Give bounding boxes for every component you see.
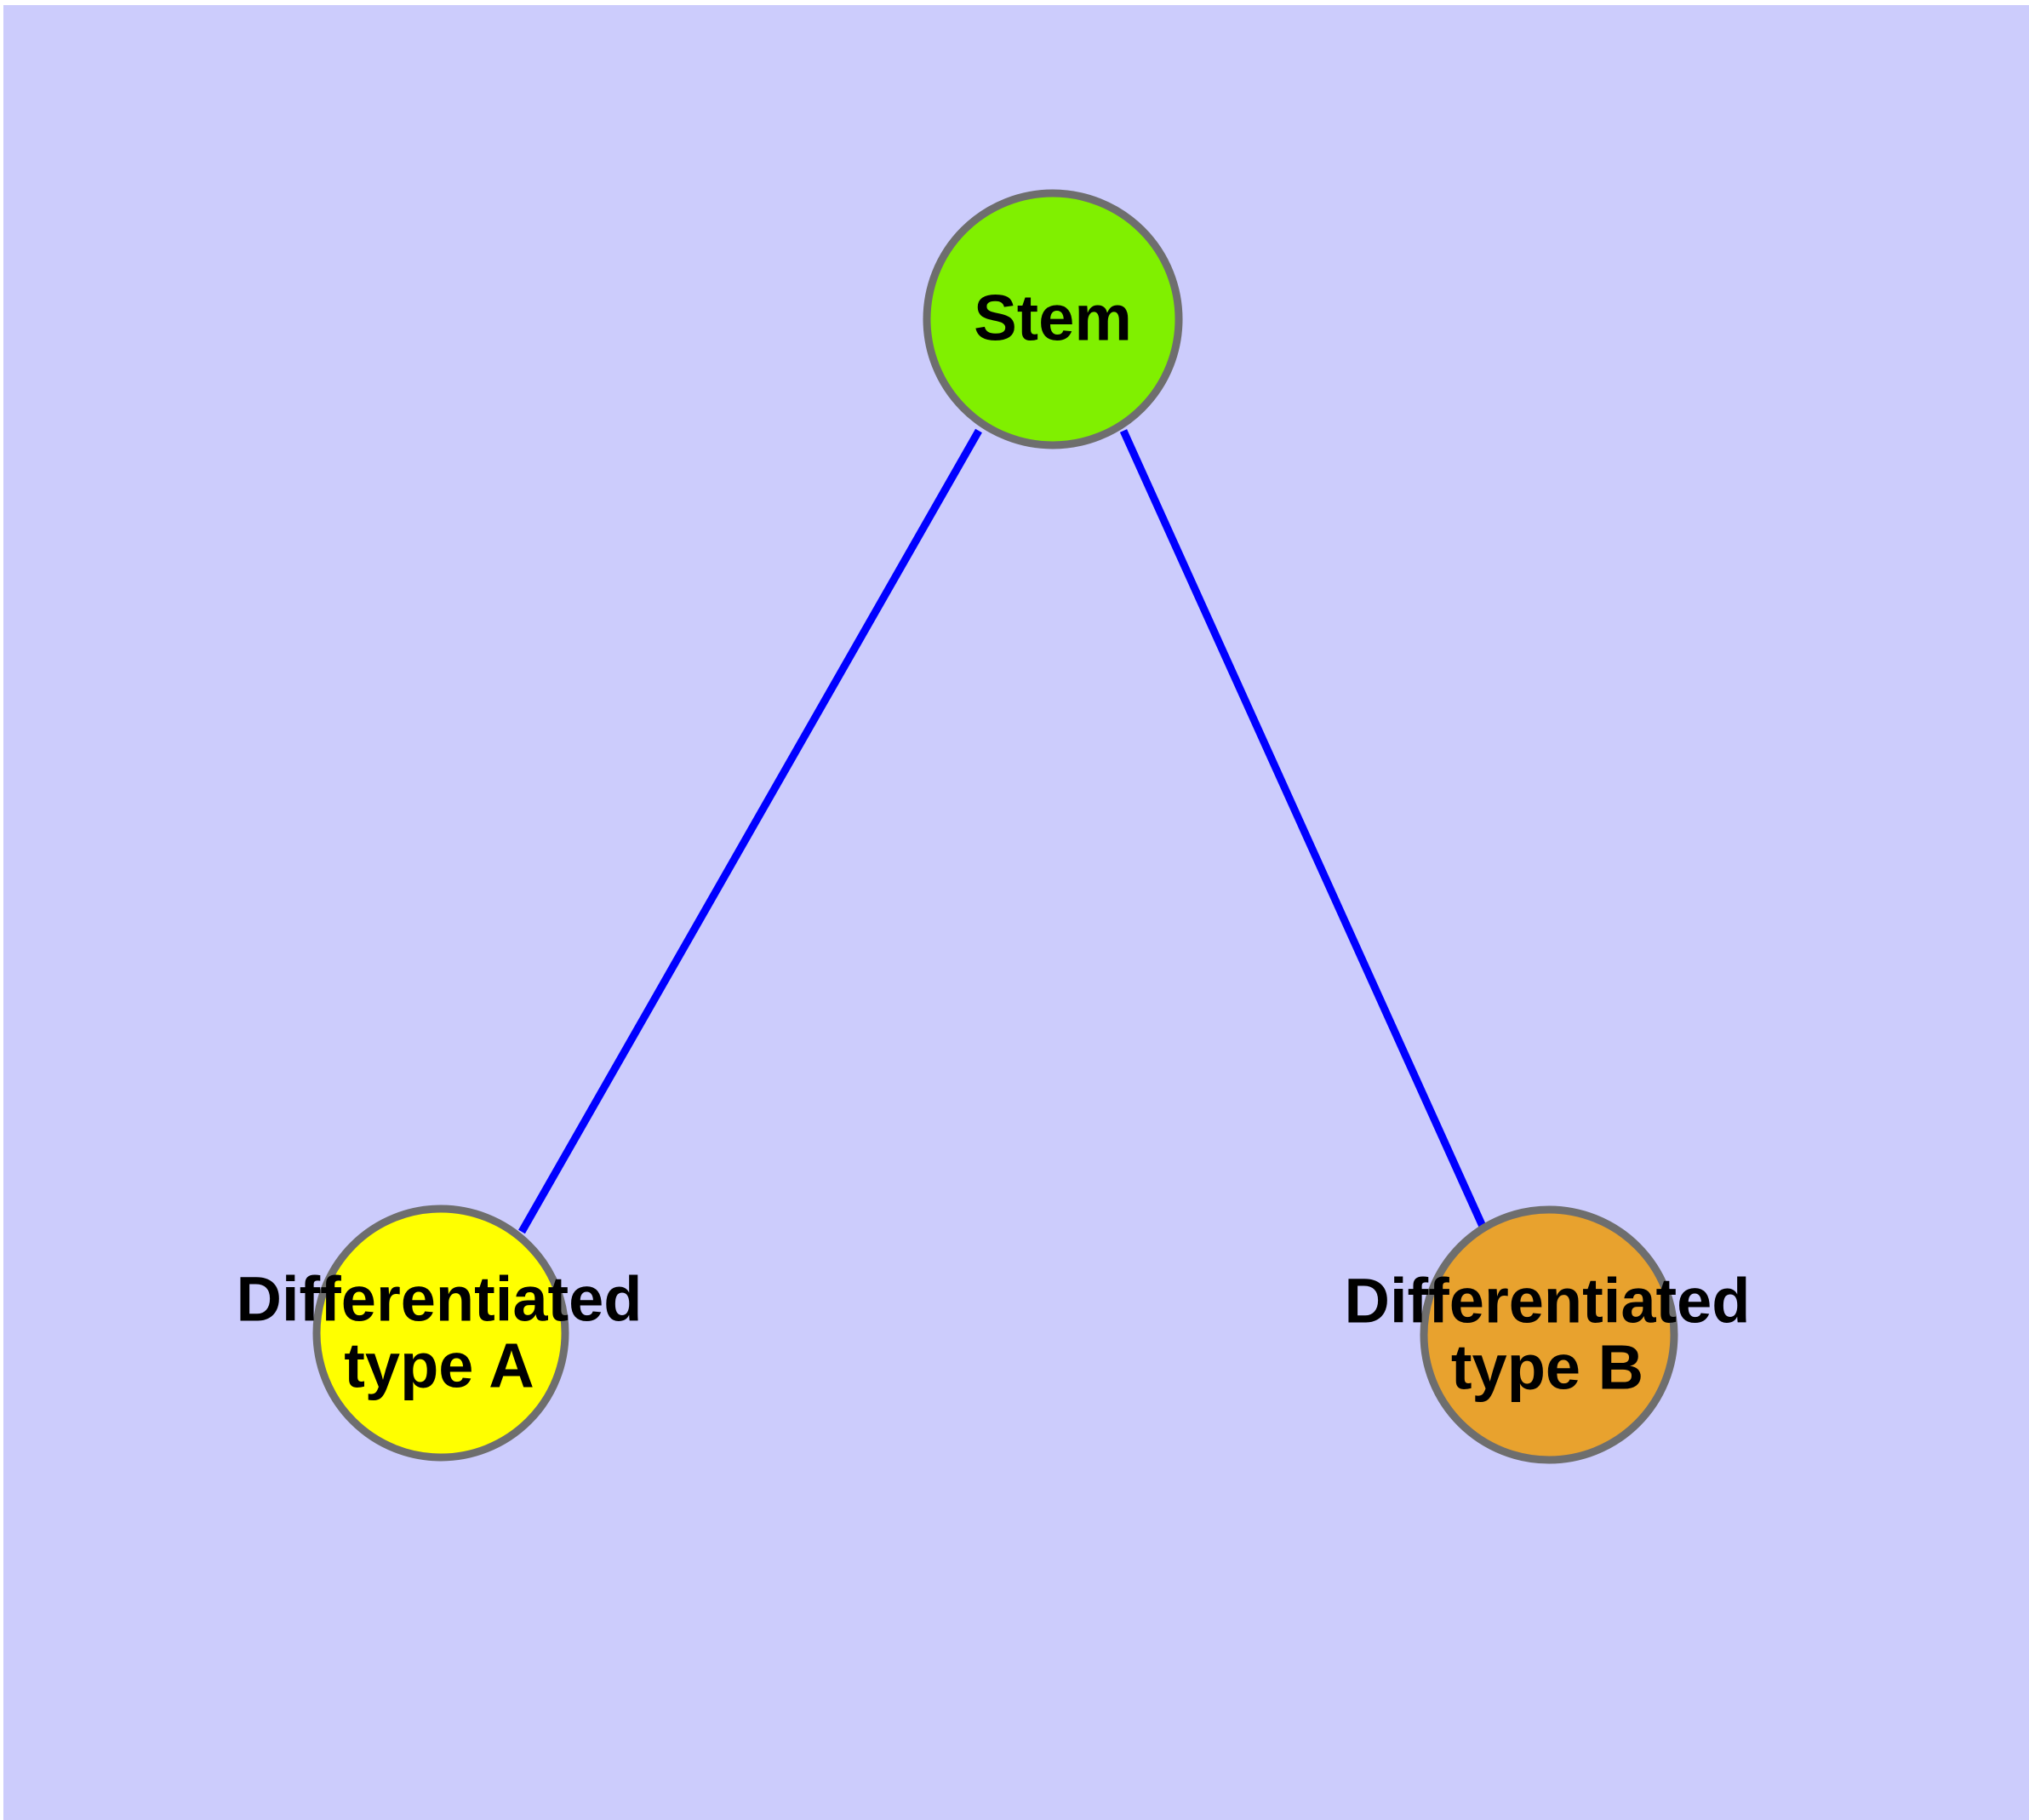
node-differentiated-type-a[interactable]	[312, 1205, 569, 1462]
edge-layer	[518, 428, 1489, 1234]
node-differentiated-type-b[interactable]	[1420, 1205, 1678, 1464]
edge-stem-to-differentiated-type-b	[1119, 429, 1489, 1232]
edge-stem-to-differentiated-type-a	[518, 428, 982, 1234]
node-stem[interactable]	[923, 189, 1183, 449]
node-layer	[312, 189, 1678, 1464]
